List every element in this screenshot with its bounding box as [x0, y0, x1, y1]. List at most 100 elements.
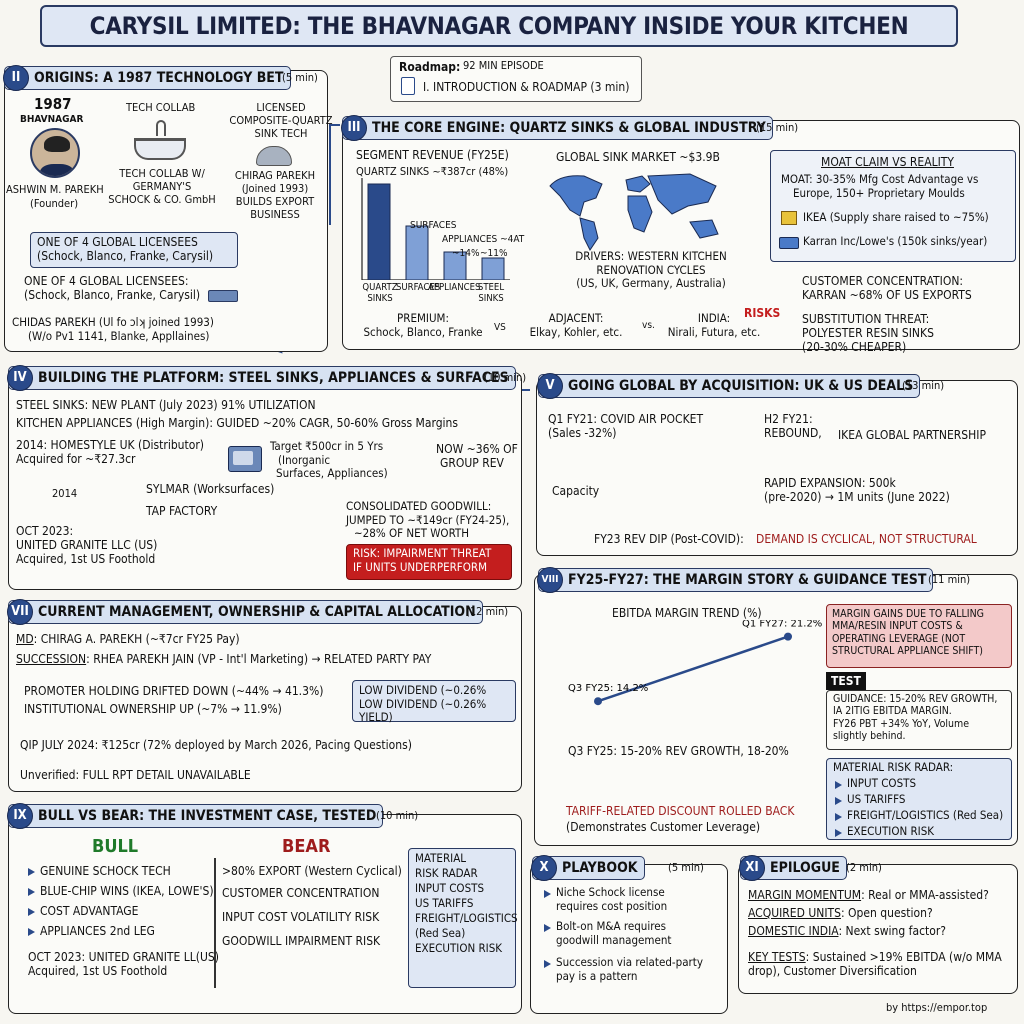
- pct-14-label: ~14%: [452, 248, 480, 259]
- bull-item-3: COST ADVANTAGE: [28, 904, 139, 918]
- page-title: CARYSIL LIMITED: THE BHAVNAGAR COMPANY I…: [40, 5, 958, 47]
- bar-axis: [361, 178, 510, 280]
- section-origins: [4, 70, 328, 352]
- sylmar-line: SYLMAR (Worksurfaces): [146, 482, 275, 496]
- roadmap-episode: 92 MIN EPISODE: [463, 59, 544, 72]
- oct-2023-text: OCT 2023: UNITED GRANITE LLC (US) Acquir…: [16, 524, 158, 567]
- radar-item-input: INPUT COSTS: [834, 776, 917, 790]
- roadmap-item: I. INTRODUCTION & ROADMAP (3 min): [423, 80, 630, 94]
- moat-line-1: MOAT: 30-35% Mfg Cost Advantage vs: [781, 172, 979, 186]
- bull-oct-2023: OCT 2023: UNITED GRANITE LL(US) Acquired…: [28, 950, 219, 979]
- clipboard-icon: [401, 77, 415, 95]
- founder-role: (Founder): [30, 197, 79, 210]
- impairment-risk-box: RISK: IMPAIRMENT THREAT IF UNITS UNDERPE…: [346, 544, 512, 580]
- roadmap-label: Roadmap:: [399, 60, 461, 74]
- q3-growth-line: Q3 FY25: 15-20% REV GROWTH, 18-20%: [568, 744, 789, 758]
- homestyle-text: 2014: HOMESTYLE UK (Distributor) Acquire…: [16, 438, 204, 467]
- licensed-tech: LICENSED COMPOSITE-QUARTZ SINK TECH: [229, 101, 333, 140]
- margin-gains-box: MARGIN GAINS DUE TO FALLING MMA/RESIN IN…: [826, 604, 1012, 668]
- section-going-global: [536, 380, 1018, 556]
- section-ii-header: II ORIGINS: A 1987 TECHNOLOGY BET: [3, 65, 291, 91]
- section-iii-badge: III: [341, 115, 367, 141]
- bar-quartz-sinks: [367, 183, 391, 280]
- substitution-threat: SUBSTITUTION THREAT: POLYESTER RESIN SIN…: [802, 312, 934, 355]
- section-vii-badge: VII: [7, 599, 33, 625]
- ebitda-point-1: [784, 632, 792, 641]
- tech-collab-label: TECH COLLAB: [126, 101, 196, 114]
- target-text: Target ₹500cr in 5 Yrs (Inorganic Surfac…: [270, 439, 388, 481]
- section-xi-title: EPILOGUE: [770, 859, 840, 876]
- bear-label: BEAR: [282, 836, 331, 857]
- steel-sinks-line: STEEL SINKS: NEW PLANT (July 2023) 91% U…: [16, 398, 316, 412]
- section-xi-badge: XI: [739, 855, 765, 881]
- covid-air-pocket: Q1 FY21: COVID AIR POCKET (Sales -32%): [548, 412, 704, 441]
- section-xi-duration: (2 min): [846, 861, 882, 874]
- rapid-expansion: RAPID EXPANSION: 500k (pre-2020) → 1M un…: [764, 476, 950, 505]
- bull-item-1: GENUINE SCHOCK TECH: [28, 864, 171, 878]
- bear-item-1: >80% EXPORT (Western Cyclical): [222, 864, 402, 878]
- credit-line: by https://empor.top: [886, 1001, 988, 1014]
- section-iii-title: THE CORE ENGINE: QUARTZ SINKS & GLOBAL I…: [372, 119, 766, 136]
- fy23-dip: FY23 REV DIP (Post-COVID):: [594, 532, 744, 546]
- segment-title: SEGMENT REVENUE (FY25E): [356, 148, 509, 162]
- playbook-item-2: Bolt-on M&A requires goodwill management: [543, 919, 672, 947]
- section-viii-badge: VIII: [537, 567, 563, 593]
- section-x-title: PLAYBOOK: [562, 859, 638, 876]
- section-ix-title: BULL VS BEAR: THE INVESTMENT CASE, TESTE…: [38, 807, 377, 824]
- bull-item-2: BLUE-CHIP WINS (IKEA, LOWE'S): [28, 884, 214, 898]
- risk-radar-title: MATERIAL RISK RADAR:: [833, 760, 954, 774]
- ebitda-chart-title: EBITDA MARGIN TREND (%): [612, 606, 762, 620]
- section-vii-header: VII CURRENT MANAGEMENT, OWNERSHIP & CAPI…: [7, 599, 483, 625]
- section-ii-duration: (5 min): [282, 71, 318, 84]
- ikea-partnership: IKEA GLOBAL PARTNERSHIP: [838, 428, 986, 442]
- bar-surfaces-label: SURFACES: [410, 220, 457, 231]
- licensee-text: ONE OF 4 GLOBAL LICENSEES: (Schock, Blan…: [24, 274, 201, 303]
- section-v-badge: V: [537, 373, 563, 399]
- section-viii-title: FY25-FY27: THE MARGIN STORY & GUIDANCE T…: [568, 571, 927, 588]
- epilogue-line-1: MARGIN MOMENTUM: Real or MMA-assisted?: [748, 888, 989, 902]
- bar-appliances: [443, 251, 467, 280]
- ebitda-point-0: [594, 697, 602, 706]
- qip-line: QIP JULY 2024: ₹125cr (72% deployed by M…: [20, 738, 412, 752]
- karran-truck-icon: [779, 237, 799, 249]
- bear-item-4: GOODWILL IMPAIRMENT RISK: [222, 934, 381, 948]
- bar-appliances-label: APPLIANCES ~4AT: [442, 234, 525, 245]
- guidance-box: GUIDANCE: 15-20% REV GROWTH, IA 2ITIG EB…: [826, 690, 1012, 750]
- ebitda-line-chart: Q3 FY25: 14.2%Q1 FY27: 21.2%: [568, 620, 822, 706]
- drivers-text: DRIVERS: WESTERN KITCHEN RENOVATION CYCL…: [575, 249, 727, 291]
- risks-label: RISKS: [744, 306, 781, 320]
- ebitda-point-label-1: Q1 FY27: 21.2%: [742, 620, 822, 630]
- radar-item-freight: FREIGHT/LOGISTICS (Red Sea): [834, 808, 1004, 822]
- section-iii-header: III THE CORE ENGINE: QUARTZ SINKS & GLOB…: [341, 115, 773, 141]
- bar-label-surfaces: SURFACES: [396, 282, 441, 293]
- section-v-title: GOING GLOBAL BY ACQUISITION: UK & US DEA…: [568, 377, 914, 394]
- ikea-box-icon: [781, 211, 797, 225]
- india-players: INDIA: Nirali, Futura, etc.: [667, 311, 761, 339]
- bear-item-2: CUSTOMER CONCENTRATION: [222, 886, 380, 900]
- section-playbook: [530, 864, 728, 1014]
- now-text: NOW ~36% OF GROUP REV: [436, 442, 518, 471]
- section-ii-badge: II: [3, 65, 29, 91]
- unverified-line: Unverified: FULL RPT DETAIL UNAVAILABLE: [20, 768, 251, 782]
- section-x-duration: (5 min): [668, 861, 704, 874]
- section-iv-badge: IV: [7, 365, 33, 391]
- key-tests: KEY TESTS: Sustained >19% EBITDA (w/o MM…: [748, 950, 1002, 979]
- radar-item-execution: EXECUTION RISK: [834, 824, 935, 838]
- global-market: GLOBAL SINK MARKET ~$3.9B: [556, 150, 720, 164]
- appliance-icon: [228, 446, 262, 472]
- section-ii-title: ORIGINS: A 1987 TECHNOLOGY BET: [34, 69, 284, 86]
- bar-surfaces: [405, 225, 429, 280]
- bar-label-steel: STEEL SINKS: [477, 282, 505, 305]
- bar-steel-sinks: [481, 257, 505, 280]
- chidas-text: CHIDAS PAREKH (Ul fo ɔlʞ joined 1993) (W…: [12, 315, 214, 343]
- section-epilogue: [738, 864, 1018, 994]
- origin-year: 1987: [34, 95, 72, 113]
- segment-bar-chart: [361, 178, 510, 280]
- karran-line: Karran Inc/Lowe's (150k sinks/year): [803, 234, 988, 248]
- goodwill-text: CONSOLIDATED GOODWILL: JUMPED TO ~₹149cr…: [346, 499, 510, 541]
- premium-players: PREMIUM: Schock, Blanco, Franke: [363, 311, 483, 339]
- ebitda-series-line: [597, 635, 789, 703]
- section-x-header: X PLAYBOOK: [531, 855, 645, 881]
- section-ix-duration: (10 min): [376, 809, 419, 822]
- radar-item-tariffs: US TARIFFS: [834, 792, 906, 806]
